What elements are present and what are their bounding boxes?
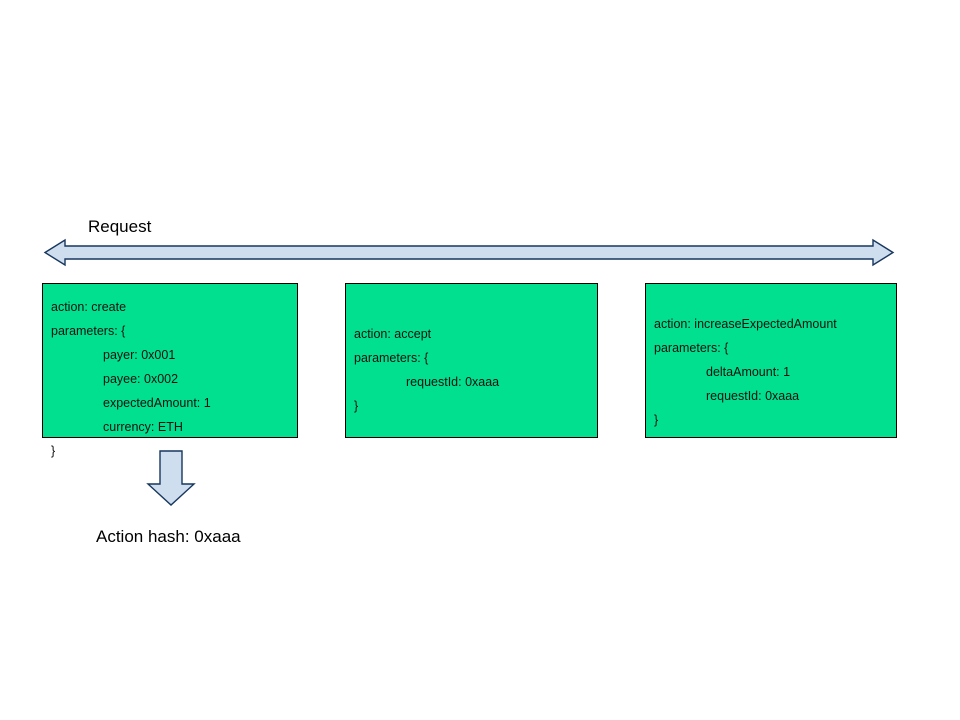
action-box-increase-expected-amount-code: action: increaseExpectedAmount parameter… <box>654 312 892 432</box>
request-span-label: Request <box>88 217 152 236</box>
code-line: } <box>354 399 359 413</box>
hash-arrow <box>145 449 197 507</box>
code-line: requestId: 0xaaa <box>706 389 800 403</box>
action-hash-label: Action hash: 0xaaa <box>96 527 241 546</box>
code-line: } <box>654 413 659 427</box>
double-arrow-icon <box>43 238 895 267</box>
code-line: currency: ETH <box>103 420 183 434</box>
arrow-down-icon <box>146 450 196 506</box>
code-line: payee: 0x002 <box>103 372 179 386</box>
code-line: action: create <box>51 300 127 314</box>
action-box-create: action: create parameters: { payer: 0x00… <box>42 283 298 458</box>
code-line: requestId: 0xaaa <box>406 375 500 389</box>
action-box-increase-expected-amount: action: increaseExpectedAmount parameter… <box>645 283 897 438</box>
code-line: } <box>51 444 56 458</box>
code-line: action: accept <box>354 327 432 341</box>
code-line: parameters: { <box>51 324 126 338</box>
action-box-create-code: action: create parameters: { payer: 0x00… <box>51 295 293 463</box>
code-line: deltaAmount: 1 <box>706 365 791 379</box>
code-line: action: increaseExpectedAmount <box>654 317 837 331</box>
code-line: expectedAmount: 1 <box>103 396 211 410</box>
request-span-arrow <box>43 237 895 269</box>
code-line: parameters: { <box>654 341 729 355</box>
code-line: payer: 0x001 <box>103 348 176 362</box>
action-box-accept: action: accept parameters: { requestId: … <box>345 283 598 438</box>
code-line: parameters: { <box>354 351 429 365</box>
action-box-accept-code: action: accept parameters: { requestId: … <box>354 322 593 418</box>
